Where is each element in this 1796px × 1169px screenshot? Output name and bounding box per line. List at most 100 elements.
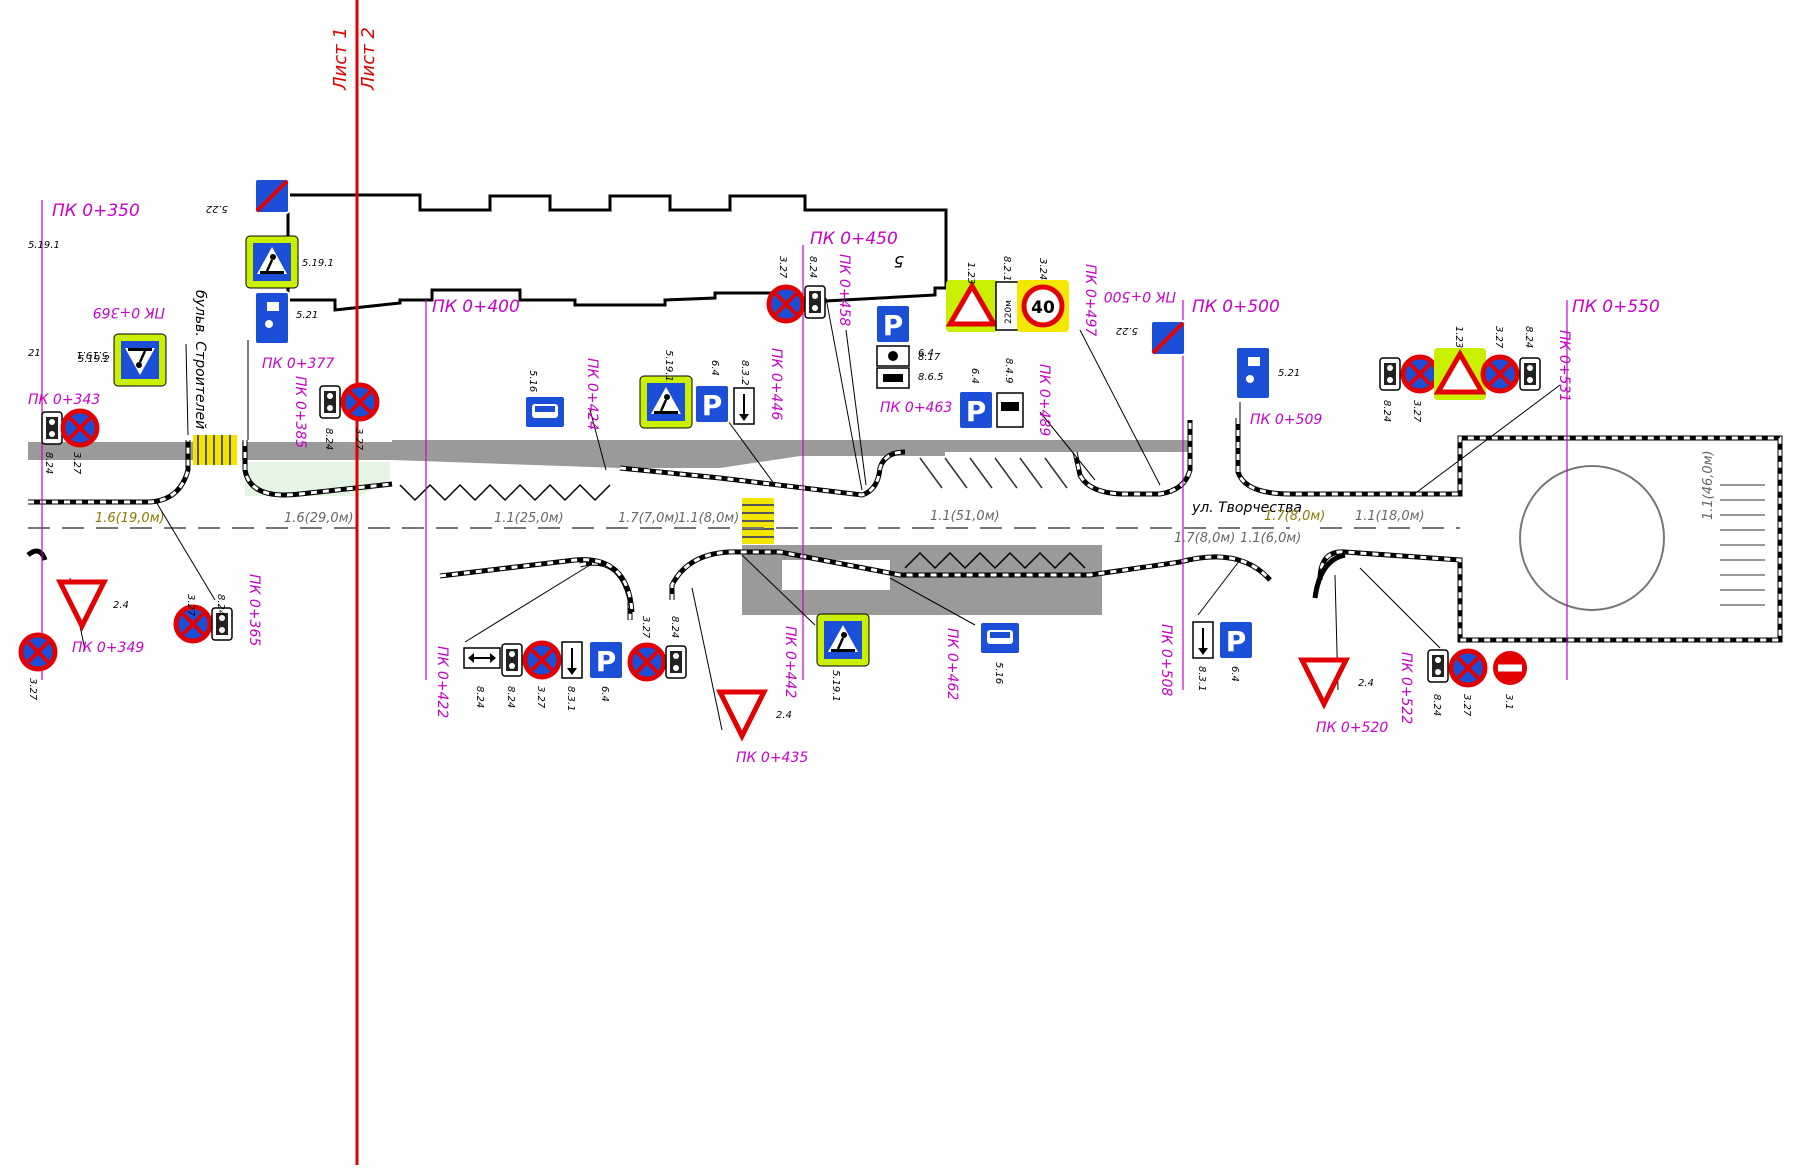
sign-8-6-5-parking-method [876,367,910,389]
sign-5-22-end-zone [1150,320,1186,356]
sign-picket-label: ПК 0+463 [880,400,952,416]
sign-picket-label: ПК 0+442 [782,626,798,698]
sign-yield [60,582,104,626]
sign-picket-label: ПК 0+365 [246,574,262,646]
sign-picket-label: ПК 0+509 [1250,412,1322,428]
marking-label: 1.1(8,0м) [678,511,739,526]
sign-no-stopping [769,287,803,321]
svg-text:5.21: 5.21 [1278,368,1300,379]
sheet-2-label: Лист 2 [358,27,379,91]
sign-no-stopping [343,385,377,419]
svg-text:5.19.1: 5.19.1 [28,240,60,251]
svg-text:5.19.1: 5.19.1 [302,258,334,269]
street-name-side: бульв. Строителей [192,290,208,429]
svg-text:6.4: 6.4 [709,360,720,376]
sign-tow-truck [665,645,687,679]
svg-text:3.27: 3.27 [27,678,38,701]
svg-text:6.4: 6.4 [918,348,934,359]
sign-parking [1218,620,1254,660]
svg-text:5.22: 5.22 [206,203,228,214]
building-outline [286,193,948,312]
svg-text:5.16: 5.16 [527,370,538,392]
road-band-main [392,440,1190,468]
sign-tow-truck [501,643,523,677]
sign-8-2-1-distance: 220м [995,281,1019,331]
sign-picket-label: ПК 0+458 [836,254,852,326]
svg-text:3.27: 3.27 [1461,694,1472,717]
sign-parking [958,390,994,430]
svg-text:6.4: 6.4 [1229,666,1240,682]
sign-picket-label: ПК 0+489 [1036,364,1052,436]
sign-picket-label: ПК 0+424 [584,358,600,430]
sign-8-4-9-vehicle-type [996,392,1024,428]
svg-text:8.24: 8.24 [1523,326,1534,348]
sign-no-stopping [525,643,559,677]
sign-picket-label: ПК 0+531 [1556,330,1572,402]
sheet-1-label: Лист 1 [330,27,351,91]
svg-text:5.21: 5.21 [296,310,318,321]
sign-speed-limit: 40 [1017,280,1069,332]
sign-picket-label: ПК 0+343 [28,392,100,408]
picket-label: ПК 0+450 [810,229,898,249]
sign-8-17-disabled [876,345,910,367]
sign-yield [1302,660,1346,704]
sign-tow-truck [1427,649,1449,683]
sign-5-22-end-zone [254,178,290,214]
svg-text:8.3.1: 8.3.1 [565,686,576,711]
svg-text:1.23: 1.23 [1453,326,1464,348]
svg-text:5.16: 5.16 [993,662,1004,684]
sign-no-entry [1491,649,1529,687]
svg-text:3.24: 3.24 [1037,258,1048,280]
crosswalk-west [193,435,237,465]
svg-text:3.27: 3.27 [535,686,546,709]
sign-no-stopping [63,411,97,445]
sign-children-warning [945,280,999,332]
svg-text:5.19.1: 5.19.1 [76,349,108,360]
svg-text:8.4.9: 8.4.9 [1003,358,1014,383]
svg-text:8.24: 8.24 [807,256,818,278]
sign-tow-truck [41,411,63,445]
svg-text:8.2.1: 8.2.1 [1001,256,1012,281]
svg-text:1.23: 1.23 [965,262,976,284]
road-band-left [28,442,200,460]
svg-text:8.24: 8.24 [1381,400,1392,422]
svg-text:40: 40 [1031,298,1055,318]
sign-picket-label: ПК 0+369 [93,304,165,320]
sign-pedestrian-crossing [638,374,694,430]
sign-tow-truck [804,285,826,319]
marking-label: 1.1(51,0м) [930,509,1000,524]
picket-label: ПК 0+400 [432,297,520,317]
picket-label: ПК 0+500 [1192,297,1280,317]
sign-no-stopping [1451,651,1485,685]
sign-no-stopping [1403,357,1437,391]
sign-picket-label: ПК 0+497 [1082,264,1098,336]
sign-bus-stop [524,395,566,429]
roundabout [1519,465,1665,611]
svg-text:21: 21 [28,348,41,359]
marking-label: 1.1(6,0м) [1240,531,1301,546]
picket-label: ПК 0+350 [52,201,140,221]
sign-picket-label: ПК 0+500 [1104,288,1176,304]
sign-children-warning [1433,348,1487,400]
svg-text:8.17: 8.17 [918,352,941,363]
svg-text:6.4: 6.4 [599,686,610,702]
marking-label: 1.7(8,0м) [1264,509,1325,524]
sign-picket-label: ПК 0+377 [262,356,334,372]
sign-picket-label: ПК 0+349 [72,640,144,656]
sign-no-stopping [21,635,55,669]
svg-text:5.22: 5.22 [1116,325,1138,336]
sign-picket-label: ПК 0+508 [1158,624,1174,696]
svg-text:3.27: 3.27 [71,452,82,475]
sign-picket-label: ПК 0+435 [736,750,808,766]
svg-text:6.4: 6.4 [969,368,980,384]
svg-text:8.24: 8.24 [215,594,226,616]
sign-5-21-living-zone [254,291,290,345]
sign-parking [588,640,624,680]
building-number: 5 [894,252,904,271]
marking-label: 1.7(8,0м) [1174,531,1235,546]
marking-label: 1.1(25,0м) [494,511,564,526]
sign-tow-truck [1379,357,1401,391]
sign-picket-label: ПК 0+422 [434,646,450,718]
sign-tow-truck [1519,357,1541,391]
